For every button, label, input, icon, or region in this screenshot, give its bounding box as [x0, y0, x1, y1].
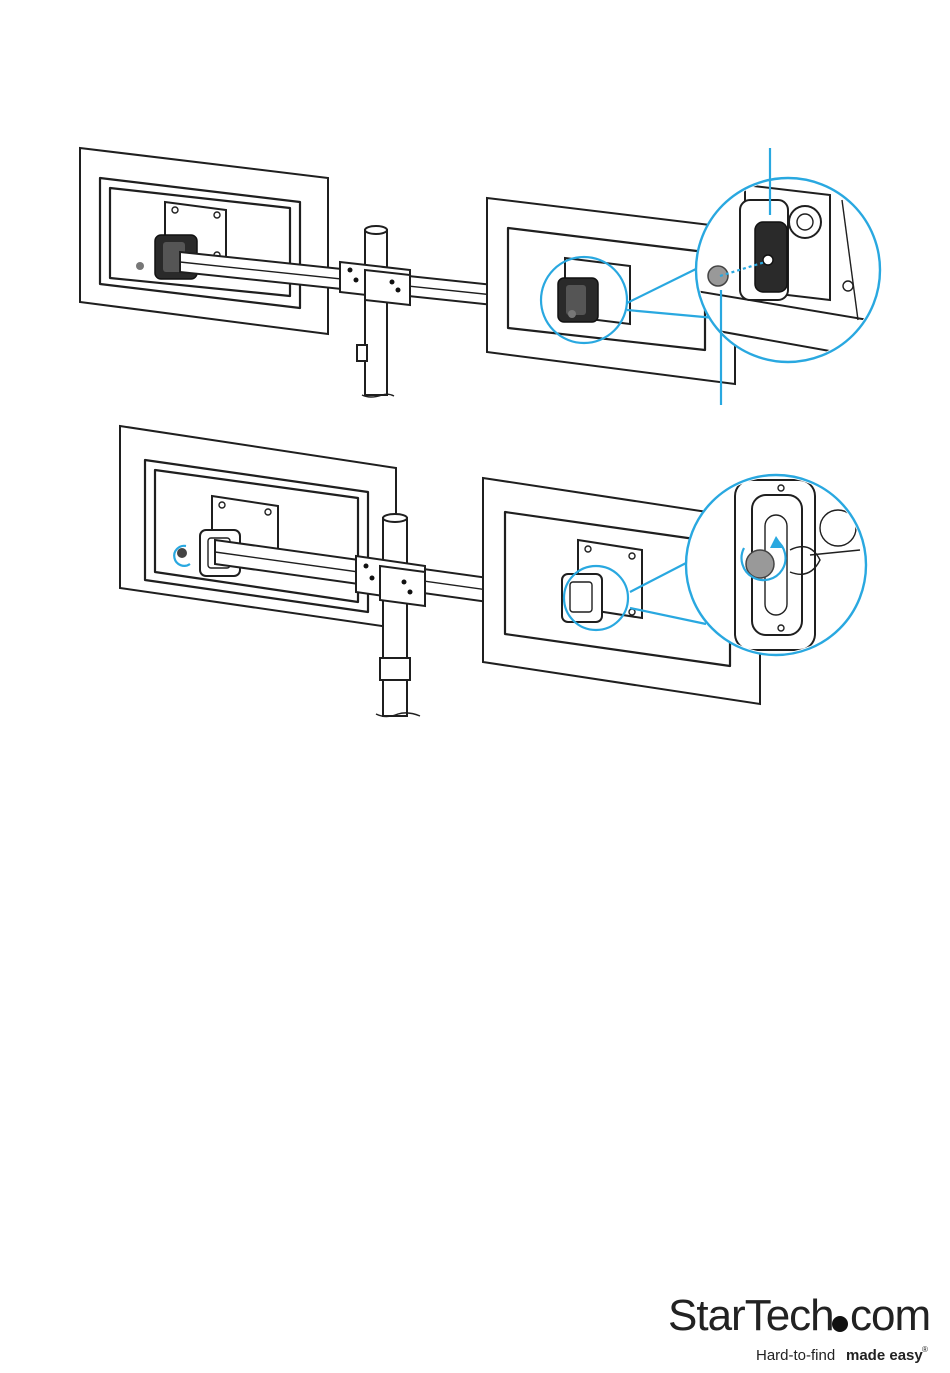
left-monitor-back — [80, 148, 328, 334]
logo-dot-icon — [832, 1316, 848, 1332]
logo-wordmark-main: StarTech — [668, 1291, 834, 1340]
logo-wordmark-suffix: com — [850, 1291, 930, 1340]
startech-logo-graphic: StarTech com Hard-to-find made easy ® — [668, 1288, 938, 1368]
pole — [357, 226, 394, 397]
logo-tagline-regular: Hard-to-find — [756, 1347, 835, 1364]
startech-logo: StarTech com Hard-to-find made easy ® — [668, 1288, 938, 1368]
zoom-detail-tighten — [686, 475, 866, 655]
logo-registered-mark: ® — [922, 1345, 928, 1354]
left-monitor-back-2 — [120, 426, 396, 628]
logo-tagline-bold: made easy — [846, 1347, 923, 1364]
pole-2 — [376, 514, 420, 717]
